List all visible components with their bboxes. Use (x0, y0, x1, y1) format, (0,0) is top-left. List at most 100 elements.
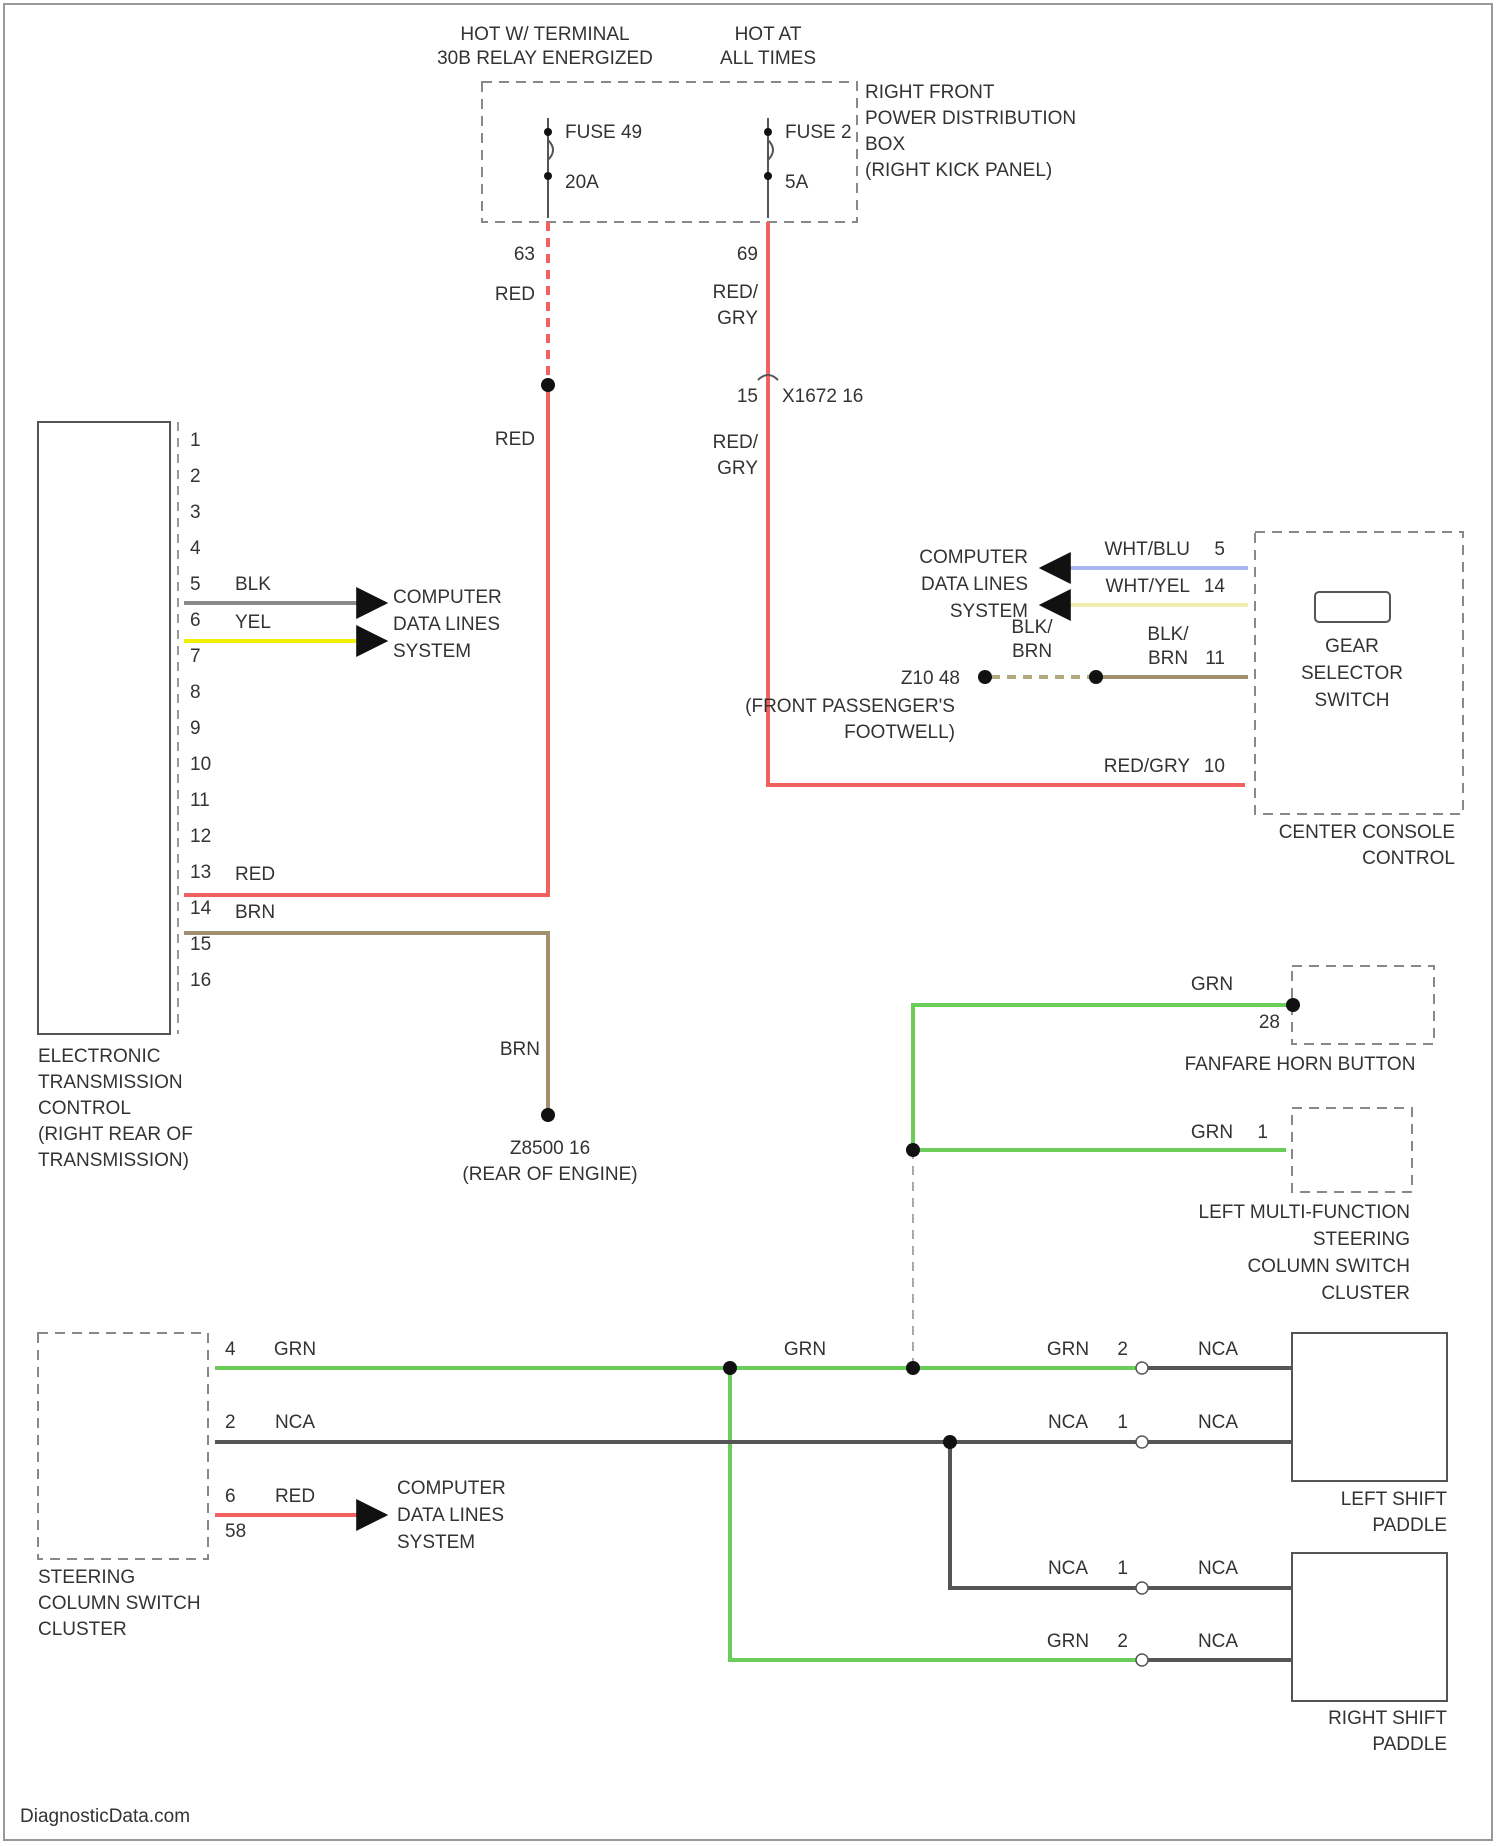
wire-label-red-gry-2a: RED/ (713, 432, 759, 453)
right-paddle-pin-1-icon (1136, 1582, 1148, 1594)
left-paddle-label-1: LEFT SHIFT (1341, 1489, 1448, 1510)
left-mfs-label-1: LEFT MULTI-FUNCTION (1199, 1202, 1410, 1223)
hot-all-times-label-1: HOT AT (735, 24, 802, 45)
pdb-label-4: (RIGHT KICK PANEL) (865, 160, 1052, 181)
gear-pin-10: 10 (1204, 756, 1225, 777)
left-mfs-pin-1: 1 (1257, 1122, 1268, 1143)
tcm-label-4: (RIGHT REAR OF (38, 1124, 193, 1145)
right-shift-paddle (1292, 1553, 1447, 1701)
tcm-pin: 4 (190, 538, 201, 559)
fanfare-pin-28: 28 (1259, 1012, 1280, 1033)
tcm-pin: 11 (190, 790, 210, 811)
tcm-pin: 15 (190, 934, 211, 955)
console-label-2: CONTROL (1362, 848, 1455, 869)
right-paddle-nca-1: NCA (1198, 1558, 1238, 1579)
cdl-label-1b: DATA LINES (393, 614, 500, 635)
steering-column-switch-cluster (38, 1333, 208, 1559)
pdb-label-1: RIGHT FRONT (865, 82, 995, 103)
pdb-pin-69: 69 (737, 244, 758, 265)
wire-label-red-steering: RED (275, 1486, 315, 1507)
hot-terminal-label-1: HOT W/ TERMINAL (460, 24, 629, 45)
cdl-label-1a: COMPUTER (393, 587, 502, 608)
fuse-2-rating: 5A (785, 172, 809, 193)
wire-label-brn-tcm: BRN (235, 902, 275, 923)
steering-label-1: STEERING (38, 1567, 135, 1588)
gear-pin-5: 5 (1214, 539, 1225, 560)
wire-label-red-2: RED (495, 429, 535, 450)
steering-pin-4: 4 (225, 1339, 236, 1360)
left-paddle-nca-1: NCA (1198, 1339, 1238, 1360)
wire-label-red-gry-3: RED/GRY (1104, 756, 1191, 777)
fuse-2 (764, 118, 773, 218)
steering-pin-6: 6 (225, 1486, 236, 1507)
tcm-label-5: TRANSMISSION) (38, 1150, 189, 1171)
cdl-label-3c: SYSTEM (397, 1532, 475, 1553)
right-paddle-label-1: RIGHT SHIFT (1328, 1708, 1447, 1729)
pdb-label-2: POWER DISTRIBUTION (865, 108, 1076, 129)
wire-label-red-1: RED (495, 284, 535, 305)
wire-label-nca-1: NCA (275, 1412, 315, 1433)
pdb-pin-63: 63 (514, 244, 535, 265)
cdl-label-3b: DATA LINES (397, 1505, 504, 1526)
splice-red (541, 378, 555, 392)
tcm-pin: 9 (190, 718, 201, 739)
left-paddle-pin-1: 1 (1117, 1412, 1128, 1433)
wire-nca-right-paddle (950, 1442, 1140, 1588)
fanfare-label: FANFARE HORN BUTTON (1185, 1054, 1416, 1075)
splice-grn-upper (906, 1143, 920, 1157)
splice-blk-brn (1089, 670, 1103, 684)
tcm-pin: 3 (190, 502, 201, 523)
wire-label-nca-3: NCA (1048, 1558, 1088, 1579)
wire-label-wht-blu: WHT/BLU (1105, 539, 1191, 560)
power-distribution-box (482, 82, 857, 222)
left-mfs-label-4: CLUSTER (1321, 1283, 1410, 1304)
tcm-pin: 14 (190, 898, 212, 919)
splice-nca (943, 1435, 957, 1449)
footer-watermark: DiagnosticData.com (20, 1806, 190, 1827)
tcm-module (38, 422, 170, 1034)
wire-label-yel: YEL (235, 612, 271, 633)
wire-label-blk: BLK (235, 574, 271, 595)
tcm-label-1: ELECTRONIC (38, 1046, 160, 1067)
pdb-label-3: BOX (865, 134, 905, 155)
ground-engine-label-2: (REAR OF ENGINE) (462, 1164, 637, 1185)
tcm-label-2: TRANSMISSION (38, 1072, 183, 1093)
right-paddle-nca-2: NCA (1198, 1631, 1238, 1652)
cdl-label-3a: COMPUTER (397, 1478, 506, 1499)
wire-brn-ground (184, 933, 548, 1115)
splice-grn-right (906, 1361, 920, 1375)
ground-footwell-label-3: FOOTWELL) (844, 722, 955, 743)
wire-grn-fanfare (913, 1005, 1293, 1150)
connector-x1672-pin: 15 (737, 386, 758, 407)
gear-selector-label-3: SWITCH (1315, 690, 1390, 711)
right-paddle-pin-2-icon (1136, 1654, 1148, 1666)
right-paddle-pin-1: 1 (1117, 1558, 1128, 1579)
left-paddle-label-2: PADDLE (1372, 1515, 1447, 1536)
tcm-pin: 13 (190, 862, 211, 883)
left-mfs-cluster (1292, 1108, 1412, 1192)
steering-label-2: COLUMN SWITCH (38, 1593, 201, 1614)
wire-label-brn-2: BRN (500, 1039, 540, 1060)
splice-grn-left (723, 1361, 737, 1375)
fuse-49-name: FUSE 49 (565, 122, 642, 143)
ground-footwell-label-2: (FRONT PASSENGER'S (745, 696, 955, 717)
cdl-label-2b: DATA LINES (921, 574, 1028, 595)
tcm-pin-list: 1 2 3 4 5 6 7 8 9 10 11 12 13 14 15 16 (190, 430, 212, 991)
wire-label-grn-fanfare: GRN (1191, 974, 1233, 995)
tcm-pin: 16 (190, 970, 211, 991)
steering-label-3: CLUSTER (38, 1619, 127, 1640)
ground-footwell-icon (978, 670, 992, 684)
tcm-pin: 6 (190, 610, 201, 631)
left-mfs-label-3: COLUMN SWITCH (1247, 1256, 1410, 1277)
left-paddle-nca-2: NCA (1198, 1412, 1238, 1433)
steering-pin-2: 2 (225, 1412, 236, 1433)
tcm-pin: 10 (190, 754, 211, 775)
steering-pin-58: 58 (225, 1521, 246, 1542)
tcm-pin: 8 (190, 682, 201, 703)
fanfare-horn-button (1292, 966, 1434, 1044)
gear-selector-display-icon (1315, 592, 1390, 622)
wire-label-wht-yel: WHT/YEL (1106, 576, 1190, 597)
ground-footwell-label-1: Z10 48 (901, 668, 960, 689)
wire-label-blk-brn-1a: BLK/ (1147, 624, 1189, 645)
